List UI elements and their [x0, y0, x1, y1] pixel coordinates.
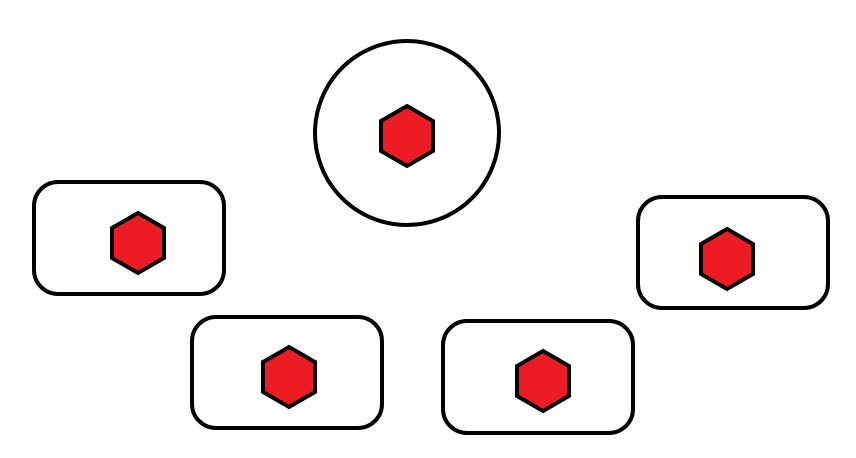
rounded-rect-bottom-right	[441, 319, 635, 435]
rounded-rect-outline	[190, 315, 384, 430]
rounded-rect-right	[636, 195, 830, 310]
red-hexagon-icon	[110, 210, 166, 276]
rounded-rect-left	[32, 180, 226, 296]
red-hexagon-icon	[699, 226, 755, 292]
rounded-rect-outline	[636, 195, 830, 310]
rounded-rect-outline	[441, 319, 635, 435]
red-hexagon-icon	[379, 103, 435, 169]
red-hexagon-icon	[515, 348, 571, 414]
red-hexagon-icon	[261, 344, 317, 410]
circle-outline	[313, 39, 501, 227]
circle-container	[313, 39, 501, 227]
rounded-rect-outline	[32, 180, 226, 296]
rounded-rect-bottom-left	[190, 315, 384, 430]
